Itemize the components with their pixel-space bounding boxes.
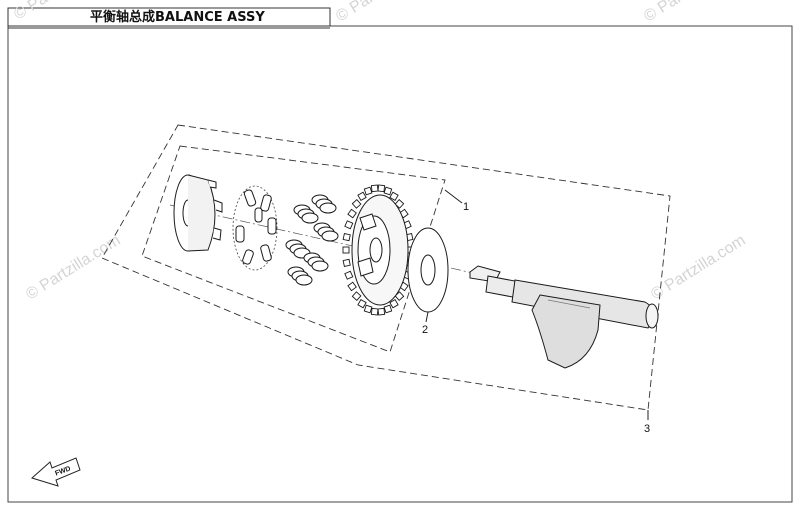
gear-tooth <box>377 184 386 193</box>
assembly-outline-3 <box>101 124 671 411</box>
watermark-top-center: © Partzilla.com <box>333 0 433 25</box>
watermark-top-right: © Partzilla.com <box>641 0 741 25</box>
diagram-title: 平衡轴总成BALANCE ASSY <box>90 9 265 25</box>
gear-tooth <box>342 233 351 242</box>
gear-tooth <box>357 191 367 202</box>
callout-3: 3 <box>644 423 650 435</box>
fwd-arrow-icon: FWD <box>31 457 81 487</box>
assembly-outline-1 <box>141 145 446 353</box>
callout-1: 1 <box>463 201 469 213</box>
gear-tooth <box>389 191 399 202</box>
gear-tooth <box>370 184 379 193</box>
diagram-border <box>7 25 793 503</box>
damper-hub <box>173 174 223 252</box>
damper-rubbers <box>232 185 278 271</box>
gear-tooth <box>347 208 357 219</box>
callout-2: 2 <box>422 324 428 336</box>
gear-tooth <box>377 307 386 316</box>
washer <box>407 227 449 313</box>
gear-tooth <box>370 307 379 316</box>
gear-tooth <box>383 304 393 314</box>
watermark-right: © Partzilla.com <box>648 232 748 304</box>
gear-tooth <box>363 304 373 314</box>
leader-line-1 <box>444 189 463 204</box>
gear-tooth <box>351 291 362 301</box>
balancer-shaft <box>469 265 659 369</box>
gear-tooth <box>342 246 350 254</box>
gear-tooth <box>347 281 357 292</box>
gear-tooth <box>342 258 351 267</box>
gear-tooth <box>344 220 354 230</box>
balancer-gear <box>342 184 414 316</box>
gear-tooth <box>383 186 393 196</box>
title-box: 平衡轴总成BALANCE ASSY <box>7 7 331 29</box>
gear-tooth <box>357 298 367 309</box>
springs <box>285 194 339 286</box>
leader-line-2 <box>425 311 429 323</box>
watermark-left: © Partzilla.com <box>23 232 123 304</box>
gear-tooth <box>351 199 362 209</box>
gear-tooth <box>344 270 354 280</box>
gear-tooth <box>363 186 373 196</box>
gear-tooth <box>389 298 399 309</box>
